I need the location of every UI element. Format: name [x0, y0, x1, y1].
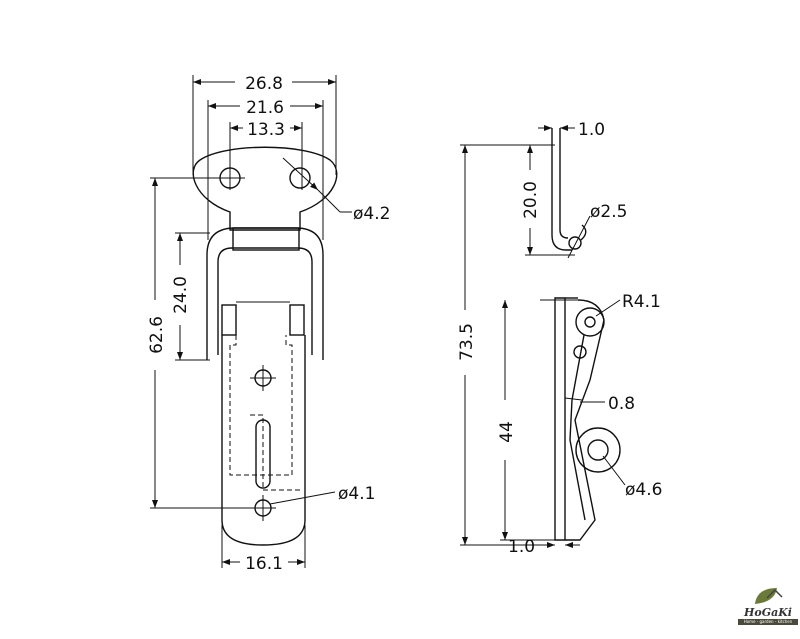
- dim-hole-spacing: 13.3: [247, 120, 285, 140]
- dim-top-thickness: 1.0: [578, 120, 605, 140]
- dim-pivot-radius: R4.1: [622, 292, 661, 312]
- logo-tagline: Home - garden - kitchen: [738, 619, 798, 625]
- side-view: 73.5 20.0 1.0 ø2.5 R4.1 0.8 44 ø4.6 1.0: [457, 120, 662, 557]
- leaf-house-icon: [755, 588, 783, 604]
- dim-latch-width: 16.1: [245, 554, 283, 574]
- dim-hook-length: 20.0: [521, 181, 541, 219]
- dim-bottom-thickness: 1.0: [508, 537, 535, 557]
- dim-ring-dia: ø4.6: [625, 480, 662, 500]
- ring-outer: [575, 427, 621, 473]
- dim-total-length: 73.5: [457, 323, 477, 361]
- dim-bail-height: 24.0: [171, 276, 191, 314]
- logo-name: HoGaKi: [744, 606, 792, 619]
- brand-logo: HoGaKi Home - garden - kitchen: [738, 584, 798, 636]
- pivot-circle: [575, 307, 605, 337]
- dim-bottom-hole-dia: ø4.1: [338, 484, 375, 504]
- dim-outer-hole-span: 21.6: [246, 98, 284, 118]
- front-view: 26.8 21.6 13.3 ø4.2: [147, 74, 390, 574]
- top-hole-right: [289, 167, 311, 189]
- dim-total-height: 62.6: [147, 316, 167, 354]
- dim-21-6: 21.6: [208, 98, 323, 118]
- dim-26-8: 26.8: [193, 74, 336, 94]
- slot: [255, 419, 271, 489]
- dim-plate-thickness: 0.8: [608, 394, 635, 414]
- dim-base-length: 44: [497, 421, 517, 443]
- dim-top-hole-dia: ø4.2: [353, 204, 390, 224]
- dim-13-3: 13.3: [230, 120, 302, 140]
- dim-overall-width: 26.8: [245, 74, 283, 94]
- dim-hook-dia: ø2.5: [590, 202, 627, 222]
